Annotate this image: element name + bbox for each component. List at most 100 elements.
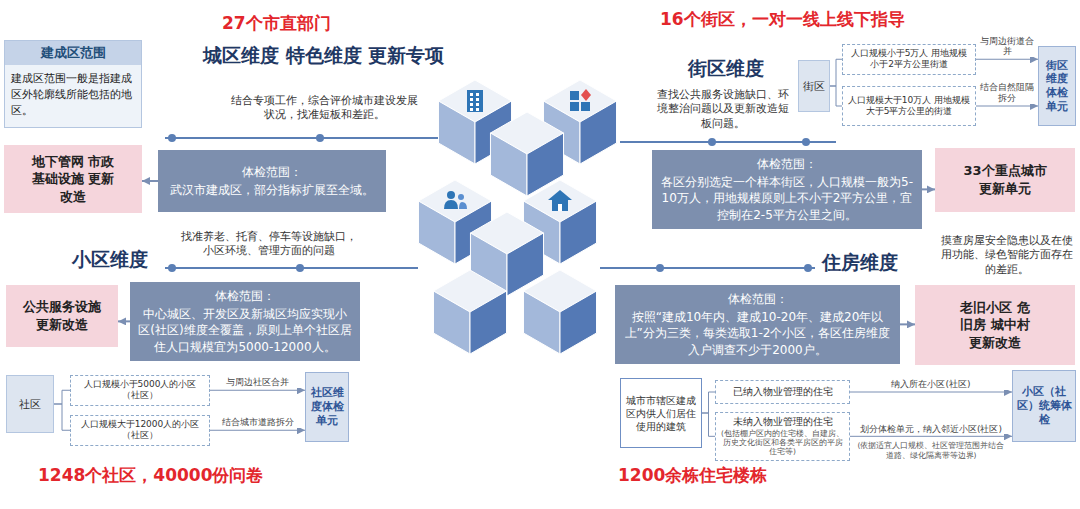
arrow-connector xyxy=(976,59,1038,60)
node-text: 体检范围： xyxy=(728,291,788,307)
node-body-text: 武汉市建成区，部分指标扩展至全域。 xyxy=(170,182,374,198)
node-text: 33个重点城市更新单元 xyxy=(963,162,1047,197)
house-wall xyxy=(552,200,568,211)
category-box: 街区 xyxy=(798,60,830,112)
node-text: 体检范围： xyxy=(757,156,817,172)
bracket-line xyxy=(54,390,70,404)
arrow-connector xyxy=(922,188,935,190)
window xyxy=(476,108,479,111)
house-icon xyxy=(548,190,572,211)
edge-note: (依据适宜人口规模、社区管理范围并结合道路、绿化隔离带等边界) xyxy=(855,441,1007,461)
node-text: 地下管网 市政基础设施 更新改造 xyxy=(28,153,118,206)
node-text: 公共服务设施更新改造 xyxy=(22,298,102,333)
building-icon xyxy=(467,90,483,112)
leader-dot xyxy=(168,264,176,272)
leader-line xyxy=(600,267,815,269)
arrow-connector xyxy=(850,436,1012,437)
arrow-connector xyxy=(900,323,915,325)
node-text: 街区维度体检单元 xyxy=(1041,59,1073,114)
window xyxy=(476,98,479,101)
description-text: 找准养老、托育、停车等设施缺口，小区环境、管理方面的问题 xyxy=(180,230,357,259)
dimension-heading: 城区维度 特色维度 更新专项 xyxy=(203,43,453,68)
leader-dot xyxy=(708,138,716,146)
node-text: 人口规模大于10万人 用地规模大于5平方公里的街道 xyxy=(847,95,971,118)
node-text: 老旧小区 危旧房 城中村 更新改造 xyxy=(958,299,1032,352)
node-text: 人口规模大于12000人的小区（社区） xyxy=(75,419,205,442)
edge-label: 纳入所在小区(社区) xyxy=(853,379,1009,390)
people-icon xyxy=(444,191,467,209)
edge-label: 划分体检单元，纳入邻近小区(社区) xyxy=(853,424,1009,435)
edge-label: 结合自然阻隔拆分 xyxy=(979,82,1035,104)
cube-left xyxy=(418,201,455,264)
bracket-line xyxy=(702,392,715,413)
renewal-box: 地下管网 市政基础设施 更新改造 xyxy=(4,145,142,213)
grid-square xyxy=(581,102,590,111)
cube xyxy=(433,270,506,354)
description-text: 摸查房屋安全隐患以及在使用功能、绿色智能方面存在的差距。 xyxy=(938,234,1076,277)
renewal-box: 公共服务设施更新改造 xyxy=(6,285,118,347)
condition-box: 未纳入物业管理的住宅(包括棚户区内的住宅楼、自建房、历史文化街区和各类平房区的平… xyxy=(715,412,850,461)
count-note: 1248个社区，40000份问卷 xyxy=(38,464,358,486)
grid-square xyxy=(570,102,579,111)
arrow-connector xyxy=(850,392,1012,393)
person-body xyxy=(459,202,467,209)
node-text: 体检范围： xyxy=(242,164,302,180)
grid-diamond xyxy=(581,89,591,101)
node-text: 社区 xyxy=(19,397,41,412)
grid-square xyxy=(570,91,579,100)
grid-icon xyxy=(570,89,591,111)
dimension-heading: 小区维度 xyxy=(72,247,172,272)
person-body xyxy=(444,200,458,209)
cube-left xyxy=(433,291,470,354)
node-body-text: (包括棚户区内的住宅楼、自建房、历史文化街区和各类平房区的平房住宅等) xyxy=(720,429,845,457)
scope-box: 体检范围：各区分别选定一个样本街区，人口规模一般为5-10万人，用地规模原则上不… xyxy=(652,150,922,229)
renewal-box: 33个重点城市更新单元 xyxy=(935,148,1075,212)
bracket-line xyxy=(702,413,715,436)
leader-dot xyxy=(804,264,812,272)
leader-dot xyxy=(168,134,176,142)
category-box: 社区 xyxy=(6,375,54,433)
description-text: 查找公共服务设施缺口、环境整治问题以及更新改造短板问题。 xyxy=(655,88,790,131)
info-box: 建成区范围建成区范围一般是指建成区外轮廓线所能包括的地区。 xyxy=(4,40,142,128)
cube-right xyxy=(580,101,617,164)
bracket-line xyxy=(830,86,842,106)
leader-dot xyxy=(316,134,324,142)
node-text: 城市市辖区建成区内供人们居住使用的建筑 xyxy=(625,394,697,433)
person-head xyxy=(458,194,464,200)
cube xyxy=(523,270,596,354)
condition-box: 人口规模大于10万人 用地规模大于5平方公里的街道 xyxy=(842,86,976,126)
leader-dot xyxy=(296,264,304,272)
node-body-text: 建成区范围一般是指建成区外轮廓线所能包括的地区。 xyxy=(5,65,141,125)
node-body-text: 按照“建成10年内、建成10-20年、建成20年以上”分为三类，每类选取1-2个… xyxy=(623,309,892,358)
unit-box: 街区维度体检单元 xyxy=(1038,46,1076,126)
window xyxy=(470,93,473,96)
count-note: 27个市直部门 xyxy=(222,12,392,34)
condition-box: 人口规模小于5万人 用地规模小于2平方公里街道 xyxy=(842,44,976,75)
arrow-connector xyxy=(142,180,158,182)
condition-box: 人口规模小于5000人的小区（社区） xyxy=(70,375,210,406)
window xyxy=(470,108,473,111)
description-text: 结合专项工作，综合评价城市建设发展状况，找准短板和差距。 xyxy=(228,94,420,123)
condition-box: 人口规模大于12000人的小区（社区） xyxy=(70,415,210,446)
building-icon xyxy=(467,90,483,112)
edge-label: 与周边街道合并 xyxy=(979,36,1035,58)
house-roof xyxy=(548,190,572,200)
cube-left xyxy=(490,133,527,196)
house-door xyxy=(558,204,562,211)
edge-label: 与周边社区合并 xyxy=(213,377,302,388)
node-text: 人口规模小于5万人 用地规模小于2平方公里街道 xyxy=(847,48,971,71)
edge-label: 结合城市道路拆分 xyxy=(213,417,302,428)
arrow-connector xyxy=(976,106,1038,107)
cube-right xyxy=(470,291,507,354)
leader-dot xyxy=(656,264,664,272)
node-body-text: 中心城区、开发区及新城区均应实现小区(社区)维度全覆盖，原则上单个社区居住人口规… xyxy=(138,306,352,355)
node-text: 体检范围： xyxy=(215,288,275,304)
node-text: 社区维度体检单元 xyxy=(308,386,346,427)
arrow-connector xyxy=(118,320,130,322)
dimension-heading: 街区维度 xyxy=(688,56,788,81)
count-note: 1200余栋住宅楼栋 xyxy=(618,464,878,486)
node-text: 未纳入物业管理的住宅 xyxy=(733,416,833,429)
count-note: 16个街区，一对一线上线下指导 xyxy=(660,8,960,30)
unit-box: 小区（社区）统筹体检 xyxy=(1012,370,1076,442)
arrow-connector xyxy=(210,430,305,431)
